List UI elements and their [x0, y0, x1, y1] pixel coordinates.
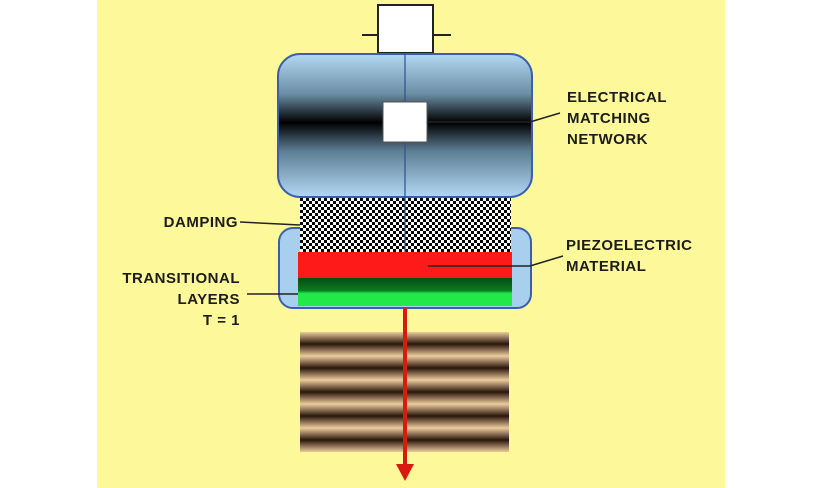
beam-direction-arrow [396, 308, 414, 481]
transitional-layer [298, 278, 512, 306]
leader-matching-network [427, 112, 561, 123]
leader-damping [239, 221, 301, 226]
label-transitional-layers: TRANSITIONAL LAYERS T = 1 [122, 270, 240, 329]
matching-network-component [382, 101, 428, 143]
label-electrical-matching-network: ELECTRICAL MATCHING NETWORK [567, 89, 667, 148]
leader-piezoelectric [428, 255, 564, 267]
connector [362, 4, 451, 54]
label-damping: DAMPING [163, 214, 238, 231]
label-piezoelectric-material: PIEZOELECTRIC MATERIAL [566, 237, 693, 275]
piezoelectric-layer [298, 252, 512, 278]
